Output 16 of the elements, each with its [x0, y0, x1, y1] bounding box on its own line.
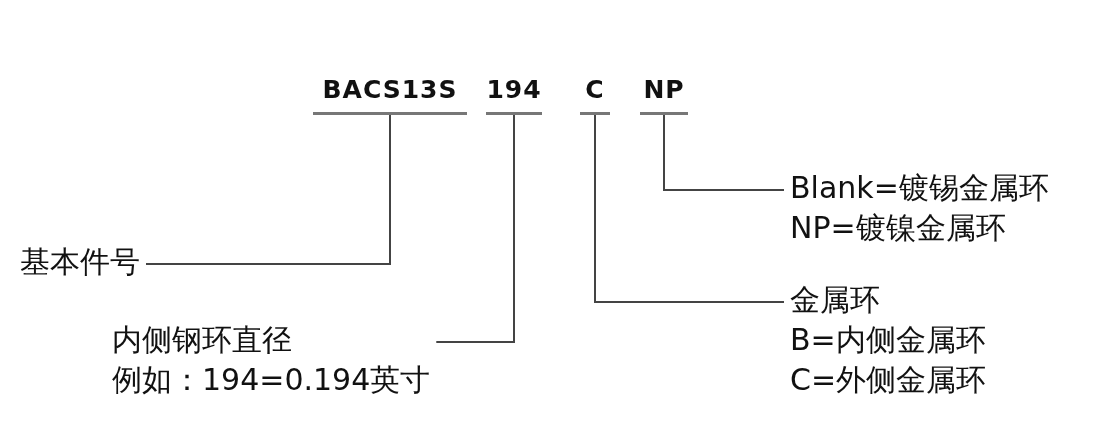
- callout-text: 内侧钢环直径: [112, 321, 292, 359]
- callout-text: 例如：194=0.194英寸: [112, 361, 431, 399]
- callout-text: NP=镀镍金属环: [790, 209, 1006, 247]
- callout-text: B=内侧金属环: [790, 321, 986, 359]
- callout-text: C=外侧金属环: [790, 361, 987, 399]
- code-segment: NP: [640, 72, 688, 115]
- code-segment: 194: [486, 72, 542, 115]
- callout-text: Blank=镀锡金属环: [790, 169, 1049, 207]
- callout-text: 金属环: [790, 281, 880, 319]
- callout-text: 基本件号: [20, 243, 140, 281]
- code-segment: C: [580, 72, 610, 115]
- leader-line: [663, 114, 785, 191]
- leader-line: [435, 114, 515, 343]
- leader-line: [594, 114, 785, 303]
- code-segment: BACS13S: [313, 72, 467, 115]
- leader-line: [145, 114, 391, 265]
